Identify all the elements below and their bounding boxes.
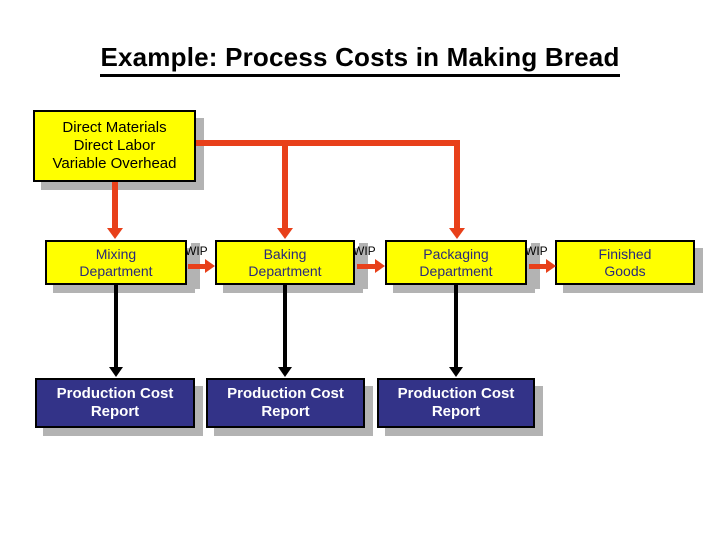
department-box-finished-goods[interactable]: Finished Goods [555,240,695,285]
source-line-1: Direct Materials [62,119,167,137]
mixing-line-2: Department [79,262,153,279]
black-arrow-line-mixing-report [114,285,118,369]
red-branch-mixing [112,178,118,230]
red-arrowhead-mixing [107,228,123,239]
page-title: Example: Process Costs in Making Bread [0,42,720,77]
black-arrow-line-baking-report [283,285,287,369]
report-2-line-2: Report [261,403,310,420]
report-3-line-1: Production Cost [397,385,515,403]
mixing-line-1: Mixing [95,245,137,262]
baking-line-1: Baking [263,245,307,262]
report-box-packaging[interactable]: Production Cost Report [377,378,535,428]
report-3-line-2: Report [431,403,481,420]
black-arrow-line-packaging-report [454,285,458,369]
wip-arrowhead-2 [375,259,385,273]
source-line-3: Variable Overhead [52,154,177,172]
wip-arrow-line-1 [188,264,206,269]
finished-goods-line-2: Goods [604,262,646,279]
red-branch-packaging [454,140,460,230]
black-arrowhead-packaging-report [449,367,463,377]
wip-label-1: WIP [185,244,208,258]
black-arrowhead-baking-report [278,367,292,377]
packaging-line-2: Department [419,262,493,279]
packaging-line-1: Packaging [423,245,489,262]
red-branch-baking [282,140,288,230]
red-trunk-horizontal [196,140,460,146]
department-box-packaging[interactable]: Packaging Department [385,240,527,285]
report-1-line-1: Production Cost [56,385,174,403]
wip-label-2: WIP [353,244,376,258]
source-line-2: Direct Labor [73,137,156,155]
finished-goods-line-1: Finished [598,245,652,262]
baking-line-2: Department [248,262,322,279]
red-arrowhead-packaging [449,228,465,239]
report-2-line-1: Production Cost [227,385,344,403]
report-1-line-2: Report [90,403,140,420]
black-arrowhead-mixing-report [109,367,123,377]
department-box-mixing[interactable]: Mixing Department [45,240,187,285]
wip-arrow-line-3 [529,264,547,269]
wip-arrow-line-2 [357,264,376,269]
department-box-baking[interactable]: Baking Department [215,240,355,285]
wip-arrowhead-1 [205,259,215,273]
source-cost-box[interactable]: Direct Materials Direct Labor Variable O… [33,110,196,182]
red-arrowhead-baking [277,228,293,239]
page-title-text: Example: Process Costs in Making Bread [100,42,620,77]
wip-label-3: WIP [525,244,548,258]
wip-arrowhead-3 [546,259,556,273]
report-box-mixing[interactable]: Production Cost Report [35,378,195,428]
report-box-baking[interactable]: Production Cost Report [206,378,365,428]
